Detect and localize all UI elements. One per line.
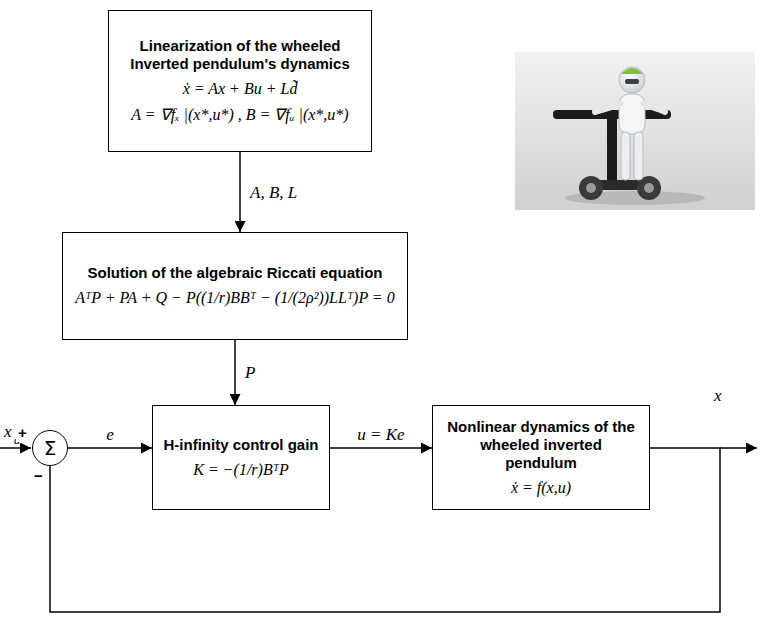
sign-mark: − (32, 466, 45, 485)
robot-photo (515, 52, 755, 210)
equation: A = ∇fₓ |(x*,u*) , B = ∇fᵤ |(x*,u*) (131, 105, 348, 125)
input-line (0, 447, 31, 449)
equation: K = −(1/r)BᵀP (193, 460, 288, 480)
equation: ẋ = Ax + Bu + Ld̃ (183, 79, 298, 99)
signal-connector (68, 447, 152, 449)
signal-connector (234, 340, 236, 405)
plant-box: Nonlinear dynamics of the wheeled invert… (432, 405, 650, 510)
signal-connector (239, 152, 241, 232)
summing-junction: Σ (32, 430, 68, 466)
edge-label: P (243, 363, 257, 382)
output-line (720, 447, 757, 449)
equation: ẋ = f(x,u) (511, 478, 571, 498)
edge-label: e (104, 425, 116, 444)
process-box: Linearization of the wheeled Inverted pe… (108, 10, 372, 152)
edge-label: u = Ke (355, 425, 406, 444)
signal-name: x (712, 386, 724, 405)
edge-label: A, B, L (248, 183, 299, 202)
box-title: Nonlinear dynamics of the wheeled invert… (443, 418, 639, 472)
gain-box: H-infinity control gain K = −(1/r)BᵀP (152, 405, 330, 510)
box-title: H-infinity control gain (164, 436, 319, 454)
box-title: Linearization of the wheeled Inverted pe… (119, 37, 361, 73)
process-box: Solution of the algebraic Riccati equati… (62, 232, 408, 340)
sum-symbol: Σ (44, 437, 57, 459)
signal-connector (330, 447, 432, 449)
box-title: Solution of the algebraic Riccati equati… (87, 264, 382, 282)
equation: AᵀP + PA + Q − P((1/r)BBᵀ − (1/(2ρ²))LLᵀ… (75, 288, 394, 308)
sign-mark: + (16, 423, 29, 442)
signal-name: x (2, 422, 14, 441)
